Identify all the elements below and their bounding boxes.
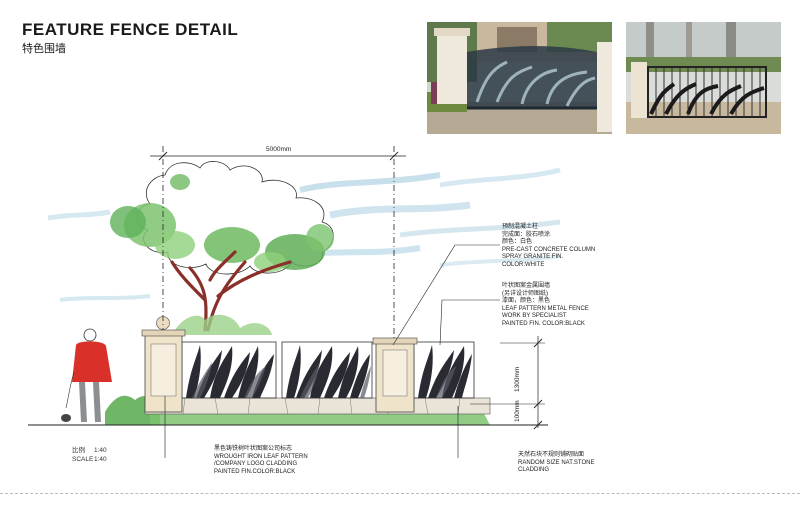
page-subtitle: 特色围墙 [22,43,66,55]
page-divider [0,493,800,494]
page-title: FEATURE FENCE DETAIL [22,20,239,39]
width-dimension-label: 5000mm [266,146,292,153]
height-dimension [470,336,545,430]
stone-annotation: 天然石块不规则铺砌贴面 RANDOM SIZE NAT.STONE CLADDI… [518,452,595,474]
height-lower-dimension-label: 100mm [514,400,521,422]
column-annotation: 预制混凝土柱 完成面：胶石喷涂 颜色：白色 PRE-CAST CONCRETE … [502,224,596,268]
reference-photo-gate [427,22,612,134]
person-with-dog [61,328,112,423]
fence-annotation: 叶状图案金属围墙 (另详设计师图纸) 漆面，颜色：黑色 LEAF PATTERN… [502,283,589,327]
reference-photo-fence [626,22,781,134]
tree [110,161,334,332]
precast-column-right [372,337,418,413]
stone-cladding-base [144,397,491,415]
logo-annotation: 黑色铸铁树叶状图案公司标志 WROUGHT IRON LEAF PATTERN … [214,446,308,475]
precast-column-left [141,316,186,413]
leaf-fence-panels [181,341,475,399]
fence-elevation-drawing [28,146,561,458]
leader-lines [164,244,500,458]
width-dimension [150,146,406,340]
height-upper-dimension-label: 1300mm [514,366,521,392]
